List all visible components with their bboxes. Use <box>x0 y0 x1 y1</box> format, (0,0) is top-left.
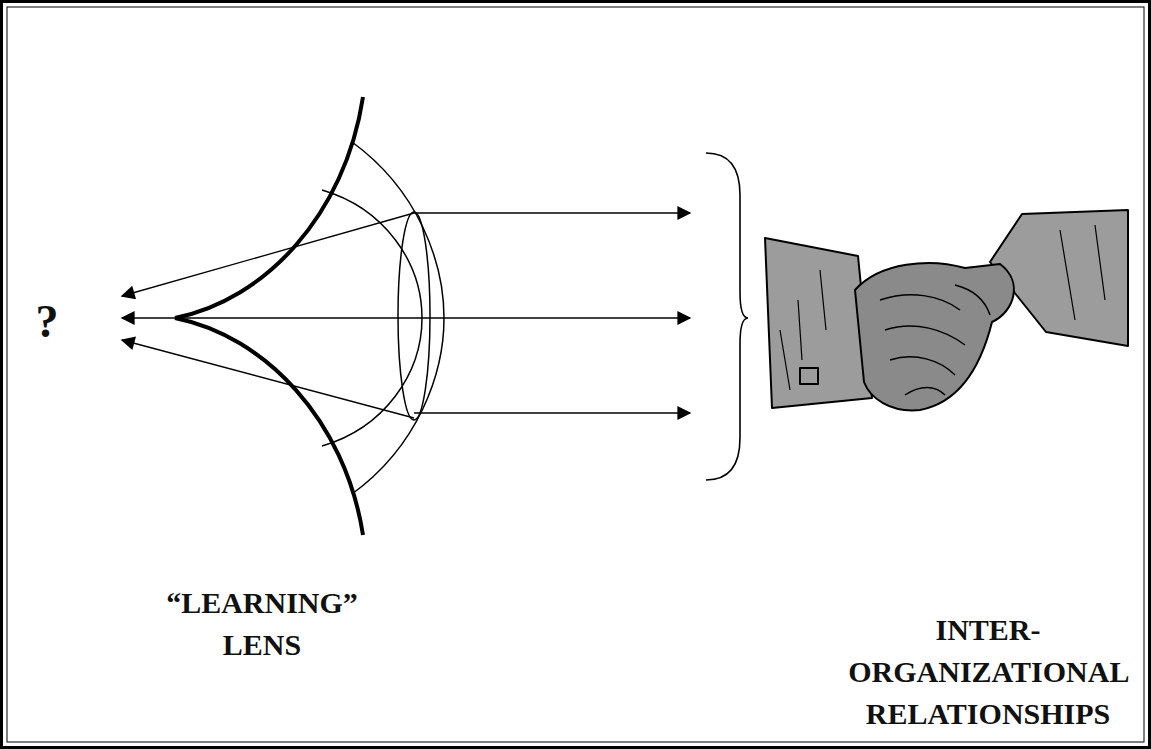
arrow <box>414 212 690 213</box>
clasped-hands <box>855 263 1014 410</box>
sleeve-folds <box>780 270 826 390</box>
left-sleeve <box>765 238 872 408</box>
arrows-left <box>122 213 414 418</box>
inner-frame <box>7 7 1144 742</box>
lens-ellipse <box>398 212 430 420</box>
lens-upper-curve <box>175 97 363 318</box>
question-mark: ? <box>36 296 59 348</box>
finger-lines <box>880 285 990 395</box>
arrow <box>122 213 414 296</box>
arrow <box>122 317 175 318</box>
arrow <box>122 340 414 418</box>
handshake-picture <box>765 210 1128 410</box>
relationships-caption: INTER- ORGANIZATIONAL RELATIONSHIPS <box>848 609 1128 735</box>
lens-figure <box>175 97 444 535</box>
cufflink <box>800 368 818 384</box>
sleeve-folds <box>1060 225 1105 320</box>
lens-lower-curve <box>175 318 363 535</box>
curly-brace <box>706 153 748 480</box>
arrow <box>414 412 690 413</box>
arrows-right <box>175 213 690 413</box>
arrow <box>175 317 690 318</box>
lens-caption: “LEARNING” LENS <box>166 582 358 666</box>
